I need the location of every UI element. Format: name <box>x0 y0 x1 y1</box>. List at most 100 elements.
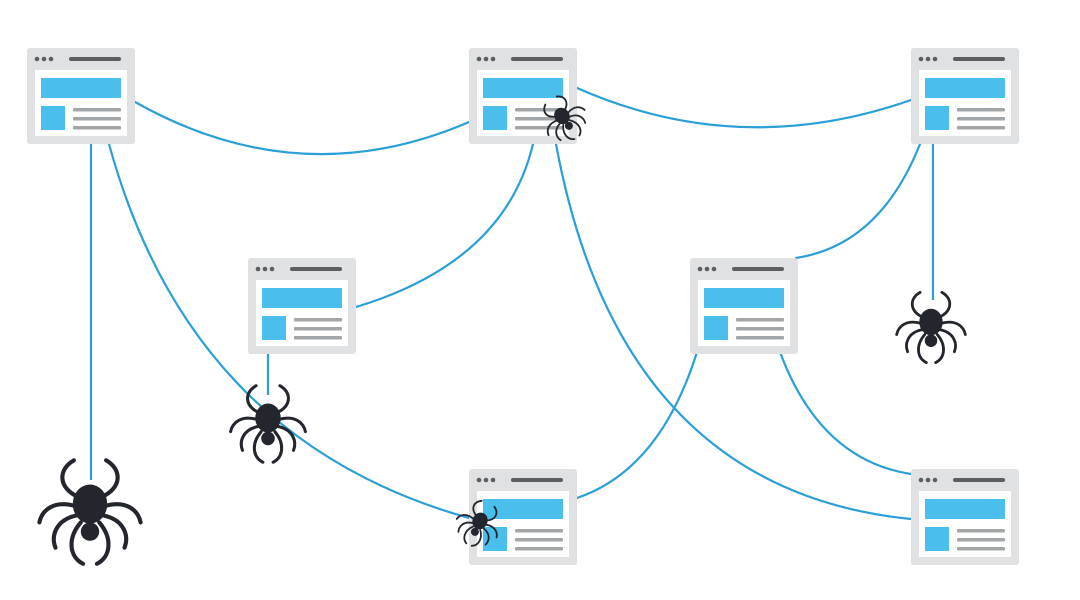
spider-abdomen <box>919 308 943 336</box>
page-top-right <box>911 48 1019 144</box>
page-banner <box>262 288 342 308</box>
window-dot-icon <box>932 477 938 483</box>
text-line <box>957 538 1005 542</box>
window-dot-icon <box>255 266 261 272</box>
page-image-block <box>41 106 65 130</box>
spider-leg <box>938 320 967 336</box>
spider-head <box>261 431 275 446</box>
web-pages <box>27 48 1019 565</box>
page-bottom-right <box>911 469 1019 565</box>
spider-leg <box>543 103 558 118</box>
spider-leg <box>910 290 925 319</box>
page-banner <box>925 78 1005 98</box>
window-dot-icon <box>476 477 482 483</box>
page-banner <box>483 499 563 519</box>
link-top-left-to-top-center <box>133 100 471 156</box>
page-image-block <box>925 527 949 551</box>
address-bar <box>953 478 1005 482</box>
link-middle-right-to-bottom-center <box>575 350 699 500</box>
window-dot-icon <box>925 477 931 483</box>
spider-medium-left-icon <box>229 384 307 464</box>
spider-leg <box>562 123 576 140</box>
text-line <box>73 108 121 112</box>
window-dot-icon <box>490 56 496 62</box>
spider-leg <box>455 514 476 521</box>
text-line <box>957 126 1005 130</box>
window-dot-icon <box>483 477 489 483</box>
spider-head <box>564 121 573 130</box>
window-dot-icon <box>697 266 703 272</box>
spider-leg <box>470 529 482 547</box>
address-bar <box>511 478 563 482</box>
text-line <box>736 327 784 331</box>
spider-head <box>470 527 479 536</box>
address-bar <box>732 267 784 271</box>
spider-leg <box>51 513 79 550</box>
spider-leg <box>101 513 129 550</box>
spider-leg <box>566 106 586 115</box>
text-line <box>294 318 342 322</box>
link-middle-right-to-bottom-right <box>778 350 913 476</box>
text-line <box>73 117 121 121</box>
spider-leg <box>60 458 81 500</box>
window-dot-icon <box>476 56 482 62</box>
page-top-left <box>27 48 135 144</box>
text-line <box>73 126 121 130</box>
page-banner <box>704 288 784 308</box>
text-line <box>736 318 784 322</box>
page-middle-left <box>248 258 356 354</box>
spider-leg <box>568 119 582 137</box>
spider-leg <box>937 290 952 319</box>
window-dot-icon <box>483 56 489 62</box>
spider-small-bottom-icon <box>455 499 498 547</box>
text-line <box>294 327 342 331</box>
spider-leg <box>239 424 260 452</box>
link-top-right-to-middle-right <box>794 142 922 260</box>
window-dot-icon <box>711 266 717 272</box>
text-line <box>515 126 563 130</box>
spider-leg <box>484 523 498 539</box>
spider-leg <box>99 458 120 500</box>
spider-leg <box>938 328 957 354</box>
window-dot-icon <box>48 56 54 62</box>
text-line <box>957 547 1005 551</box>
spider-leg <box>568 114 587 124</box>
page-image-block <box>704 316 728 340</box>
spider-leg <box>463 525 474 545</box>
spider-abdomen <box>554 107 570 125</box>
text-line <box>515 547 563 551</box>
spider-leg <box>271 430 284 464</box>
link-top-center-to-middle-left <box>354 142 535 309</box>
window-dot-icon <box>269 266 275 272</box>
spider-leg <box>905 328 924 354</box>
spider-small-top-icon <box>543 95 587 142</box>
spider-leg <box>472 499 483 518</box>
page-image-block <box>925 106 949 130</box>
window-dot-icon <box>918 477 924 483</box>
page-banner <box>925 499 1005 519</box>
spider-leg <box>484 505 498 522</box>
spider-leg <box>934 333 945 364</box>
address-bar <box>290 267 342 271</box>
link-top-left-to-bottom-center <box>107 142 471 520</box>
page-top-center <box>469 48 577 144</box>
text-line <box>294 336 342 340</box>
window-dot-icon <box>41 56 47 62</box>
text-line <box>957 108 1005 112</box>
page-banner <box>483 78 563 98</box>
text-line <box>515 538 563 542</box>
spider-leg <box>482 527 490 546</box>
address-bar <box>953 57 1005 61</box>
spider-leg <box>457 521 474 533</box>
spider-leg <box>69 520 86 566</box>
link-lines <box>89 86 935 521</box>
spider-leg <box>555 122 562 142</box>
text-line <box>736 336 784 340</box>
text-line <box>515 117 563 121</box>
spider-leg <box>37 502 79 525</box>
text-line <box>515 108 563 112</box>
spider-abdomen <box>255 403 281 433</box>
window-dot-icon <box>262 266 268 272</box>
window-dot-icon <box>704 266 710 272</box>
spider-leg <box>895 320 924 336</box>
